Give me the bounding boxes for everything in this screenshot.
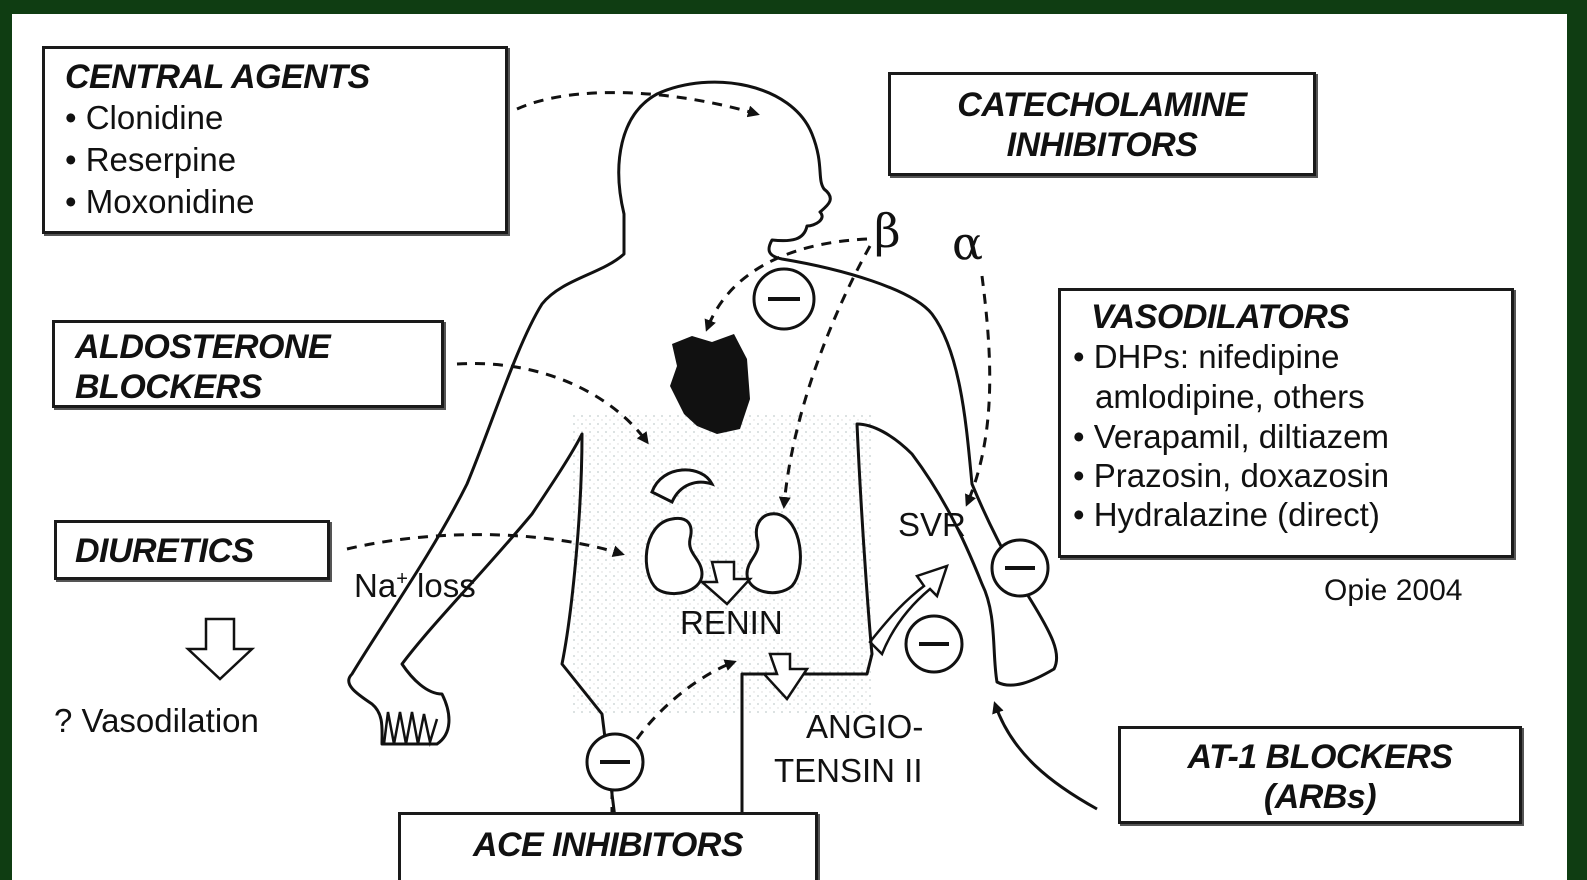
diagram-frame: CENTRAL AGENTS • Clonidine • Reserpine •… bbox=[12, 14, 1567, 880]
vasodilator-item: • Prazosin, doxazosin bbox=[1073, 457, 1511, 495]
vasodilators-title: VASODILATORS bbox=[1073, 297, 1511, 337]
vasodilator-item: • DHPs: nifedipine bbox=[1073, 337, 1511, 377]
beta-label: β bbox=[874, 204, 901, 258]
catecholamine-line2: INHIBITORS bbox=[891, 125, 1313, 165]
diuretics-box: DIURETICS bbox=[54, 520, 330, 580]
credit-label: Opie 2004 bbox=[1324, 572, 1462, 610]
aldosterone-blockers-box: ALDOSTERONE BLOCKERS bbox=[52, 320, 444, 408]
ace-inhibitors-box: ACE INHIBITORS bbox=[398, 812, 818, 880]
aldosterone-line2: BLOCKERS bbox=[75, 367, 441, 407]
angiotensin-label-line2: TENSIN II bbox=[774, 752, 923, 790]
catecholamine-inhibitors-box: CATECHOLAMINE INHIBITORS bbox=[888, 72, 1316, 176]
na-charge: + bbox=[396, 568, 408, 590]
na-loss-text: loss bbox=[408, 567, 476, 604]
aldosterone-line1: ALDOSTERONE bbox=[75, 327, 441, 367]
vasodilator-item: amlodipine, others bbox=[1073, 377, 1511, 417]
ace-inhibitors-title: ACE INHIBITORS bbox=[401, 825, 815, 865]
catecholamine-line1: CATECHOLAMINE bbox=[891, 85, 1313, 125]
na-loss-label: Na+ loss bbox=[354, 560, 476, 605]
vasodilator-item: • Verapamil, diltiazem bbox=[1073, 417, 1511, 457]
renin-label: RENIN bbox=[680, 604, 783, 642]
vasodilator-item: • Hydralazine (direct) bbox=[1073, 495, 1511, 535]
central-agent-item: • Moxonidine bbox=[65, 181, 505, 223]
svr-label: SVR bbox=[898, 506, 966, 544]
central-agents-title: CENTRAL AGENTS bbox=[65, 57, 505, 97]
vasodilation-label: ? Vasodilation bbox=[54, 702, 259, 740]
at1-line2: (ARBs) bbox=[1121, 777, 1519, 817]
diuretics-down-arrow bbox=[188, 619, 252, 679]
alpha-label: α bbox=[952, 216, 983, 270]
central-agent-item: • Reserpine bbox=[65, 139, 505, 181]
na-symbol: Na bbox=[354, 567, 396, 604]
at1-line1: AT-1 BLOCKERS bbox=[1121, 737, 1519, 777]
hand-fingers bbox=[384, 712, 437, 744]
angiotensin-label-line1: ANGIO- bbox=[806, 708, 923, 746]
central-agent-item: • Clonidine bbox=[65, 97, 505, 139]
diuretics-title: DIURETICS bbox=[75, 531, 327, 571]
at1-blockers-box: AT-1 BLOCKERS (ARBs) bbox=[1118, 726, 1522, 824]
vasodilators-box: VASODILATORS • DHPs: nifedipine amlodipi… bbox=[1058, 288, 1514, 558]
central-agents-box: CENTRAL AGENTS • Clonidine • Reserpine •… bbox=[42, 46, 508, 234]
arb-arrow bbox=[995, 704, 1097, 809]
